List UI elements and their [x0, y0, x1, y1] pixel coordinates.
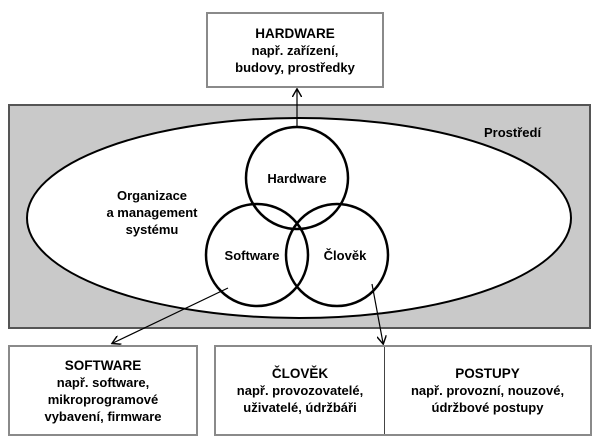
hardware-box-title: HARDWARE [255, 25, 335, 41]
organization-label-line3: systému [125, 222, 179, 237]
postupy-box-line2: údržbové postupy [431, 400, 544, 415]
clovek-arrow [371, 283, 383, 343]
hardware-circle-label: Hardware [267, 171, 327, 186]
organization-label-line1: Organizace [116, 188, 188, 203]
hardware-box-line2: budovy, prostředky [235, 59, 355, 75]
clovek-circle [284, 202, 390, 308]
software-arrow [113, 287, 229, 343]
clovek-circle-label: Člověk [323, 248, 367, 263]
clovek-box-line1: např. provozovatelé, [236, 383, 364, 398]
clovek-postupy-box: ČLOVĚK např. provozovatelé, uživatelé, ú… [214, 345, 592, 436]
postupy-box-title: POSTUPY [455, 366, 520, 381]
software-circle-label: Software [224, 248, 280, 263]
software-box: SOFTWARE např. software, mikroprogramové… [8, 345, 198, 436]
organization-label-line2: a management [106, 205, 198, 220]
software-box-title: SOFTWARE [64, 357, 142, 373]
software-box-line2: mikroprogramové [47, 391, 159, 407]
hardware-box-line1: např. zařízení, [251, 42, 339, 58]
clovek-box-line2: uživatelé, údržbáři [243, 400, 357, 415]
software-box-line1: např. software, [56, 374, 150, 390]
postupy-box-line1: např. provozní, nouzové, [410, 383, 565, 398]
organization-label: Organizace a management systému [82, 187, 222, 238]
software-box-line3: vybavení, firmware [44, 408, 162, 424]
postupy-box: POSTUPY např. provozní, nouzové, údržbov… [384, 347, 590, 434]
hardware-box: HARDWARE např. zařízení, budovy, prostře… [206, 12, 384, 88]
software-circle [204, 202, 310, 308]
environment-label: Prostředí [484, 125, 542, 140]
clovek-box-title: ČLOVĚK [271, 366, 329, 381]
clovek-box: ČLOVĚK např. provozovatelé, uživatelé, ú… [216, 347, 384, 434]
